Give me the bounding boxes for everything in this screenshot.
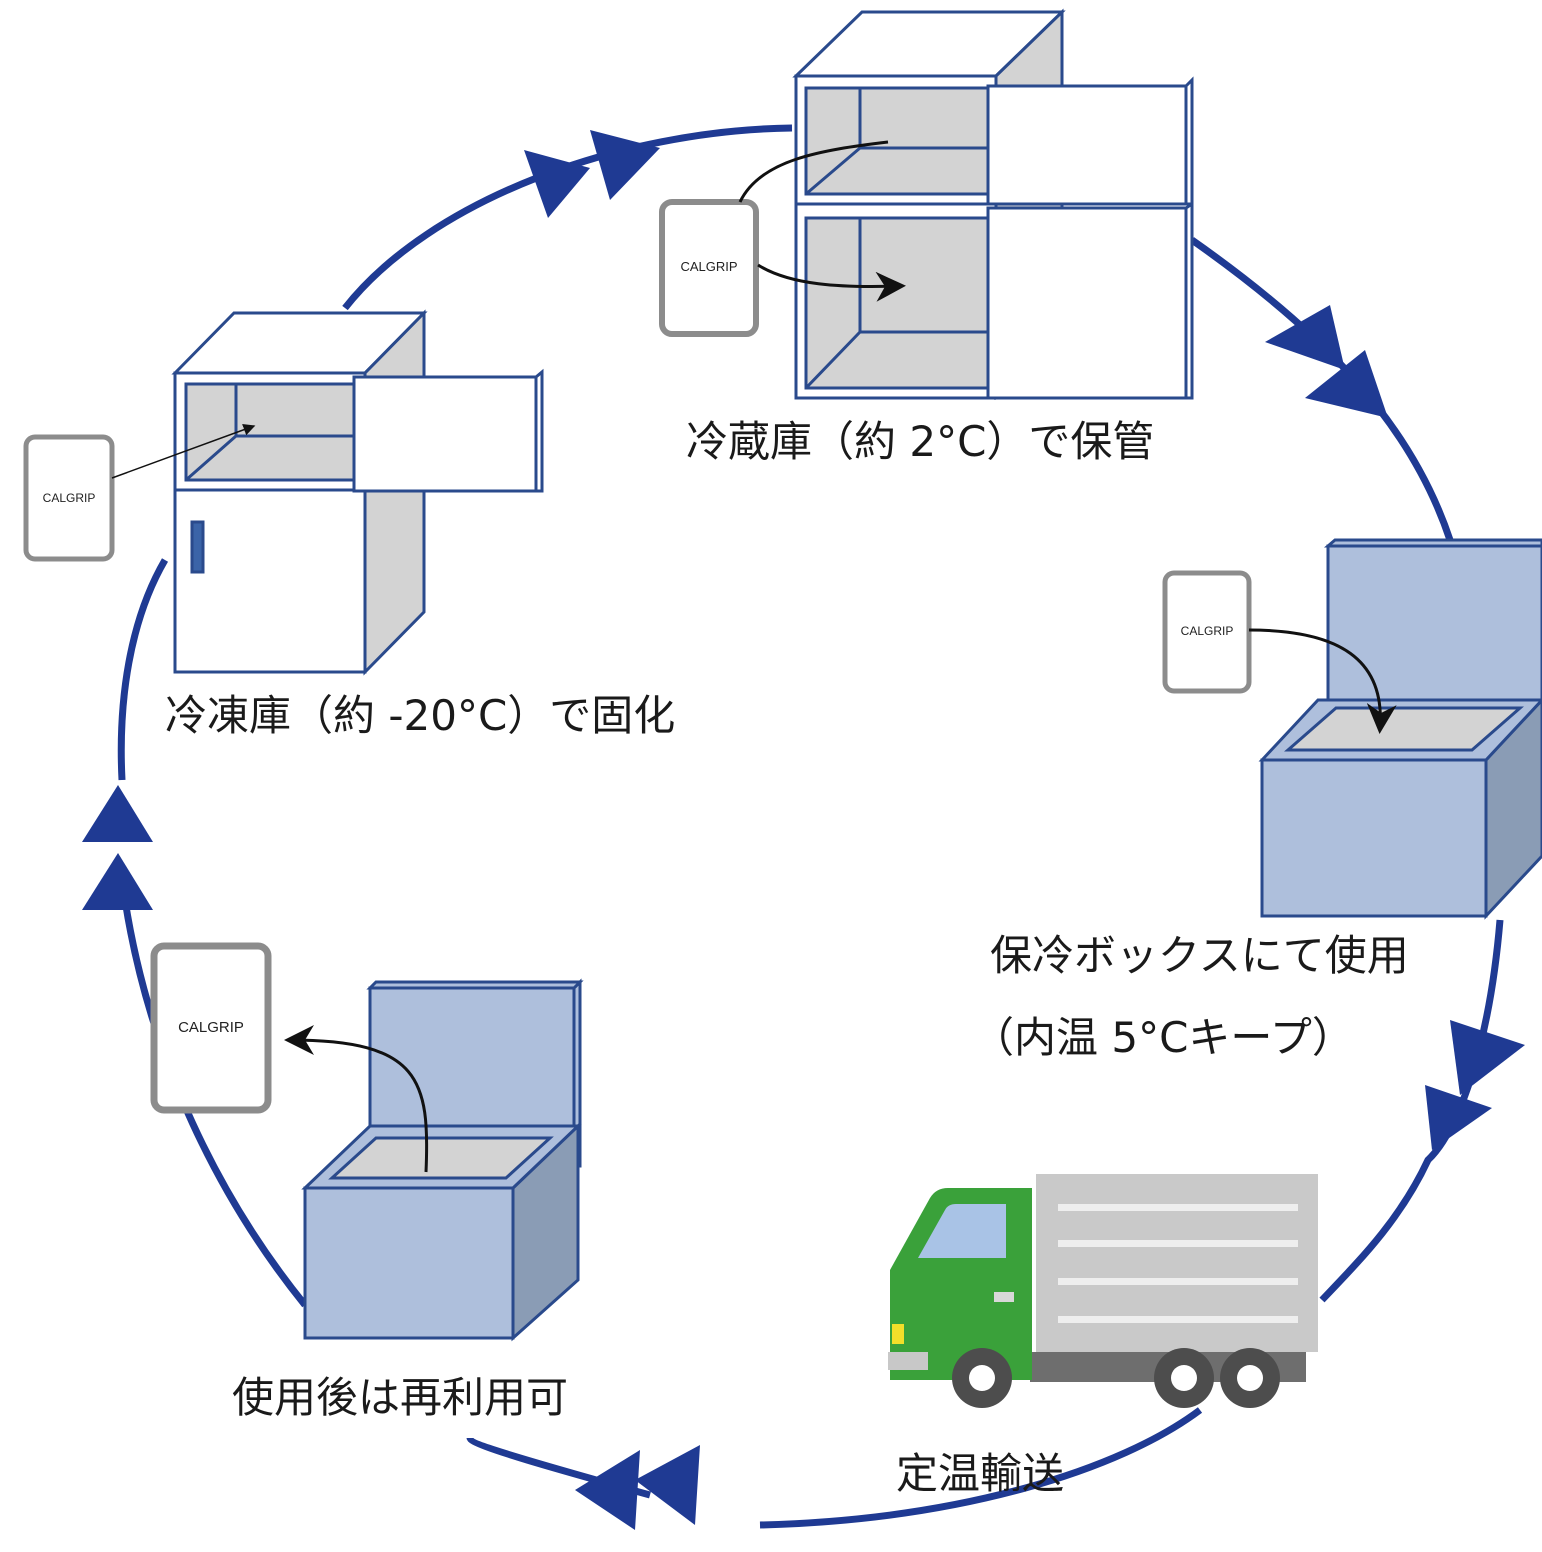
cycle-arrowhead	[82, 785, 153, 842]
stage-label-reuse: 使用後は再利用可	[232, 1373, 568, 1422]
stage-label-fridge: 冷蔵庫（約 2°C）で保管	[686, 417, 1154, 466]
reuse-coolbox-interior	[328, 1136, 554, 1180]
truck-illustration	[888, 1174, 1318, 1408]
cycle-arrowhead	[590, 130, 660, 200]
cycle-arc-right-lower	[1319, 919, 1504, 1303]
fridge-lower-compartment	[804, 216, 990, 390]
freezer-handle	[190, 520, 205, 574]
truck-window	[918, 1204, 1006, 1258]
reuse-remove-arrow	[284, 1025, 429, 1173]
fridge-upper-compartment	[804, 86, 990, 196]
cycle-arrowhead	[1450, 1020, 1525, 1095]
coolbox-front	[1260, 758, 1488, 918]
reuse-coolbox-illustration	[301, 978, 584, 1342]
fridge-door-lower	[986, 206, 1188, 400]
fridge-calgrip-card: CALGRIP	[659, 199, 759, 337]
truck-headlight	[892, 1324, 904, 1344]
cycle-arrowhead	[82, 853, 153, 910]
stage-label-freezer: 冷凍庫（約 -20°C）で固化	[165, 691, 675, 740]
stage-label-coolbox-line1: 保冷ボックスにて使用	[990, 931, 1409, 980]
stage-label-coolbox-line2: （内温 5°Cキープ）	[972, 1013, 1354, 1062]
truck-cargo-box	[1036, 1174, 1318, 1352]
card-label: CALGRIP	[178, 1019, 244, 1036]
cycle-arrowhead	[1425, 1085, 1492, 1150]
cycle-arc-bottom-right	[759, 1407, 1203, 1529]
fridge-door-upper	[986, 84, 1188, 206]
reuse-calgrip-card: CALGRIP	[150, 942, 272, 1114]
freezer-insert-arrow	[111, 423, 256, 479]
freezer-compartment	[184, 382, 358, 482]
card-label: CALGRIP	[680, 259, 737, 274]
coolbox-calgrip-card: CALGRIP	[1162, 570, 1252, 694]
truck-wheels	[952, 1348, 1280, 1408]
freezer-illustration	[171, 309, 544, 676]
coolbox-insert-arrow	[1248, 628, 1397, 734]
freezer-door-top	[352, 375, 538, 493]
cycle-arrowhead	[524, 150, 590, 218]
cycle-ring	[117, 124, 1504, 1529]
truck-cargo-stripes	[1058, 1204, 1298, 1323]
cycle-arrowhead	[1265, 305, 1345, 370]
card-label: CALGRIP	[1181, 624, 1234, 638]
card-label: CALGRIP	[43, 491, 96, 505]
cycle-arc-left-lower	[121, 899, 308, 1308]
refrigerator-illustration	[792, 8, 1194, 401]
coolbox-illustration	[1258, 538, 1542, 920]
cycle-arrowheads	[82, 130, 1525, 1530]
truck-bumper	[888, 1352, 928, 1370]
cycle-arc-left-upper	[117, 558, 169, 781]
cycle-arrowhead	[575, 1450, 640, 1530]
stage-label-transport: 定温輸送	[896, 1449, 1064, 1498]
cycle-arrowhead	[635, 1445, 700, 1525]
cycle-arrowhead	[1305, 350, 1388, 418]
fridge-insert-arrow	[757, 263, 906, 302]
fridge-insert-arrow	[738, 140, 889, 203]
freezer-calgrip-card: CALGRIP	[23, 434, 115, 562]
reuse-coolbox-front	[303, 1186, 515, 1340]
coolbox-interior	[1284, 706, 1524, 752]
